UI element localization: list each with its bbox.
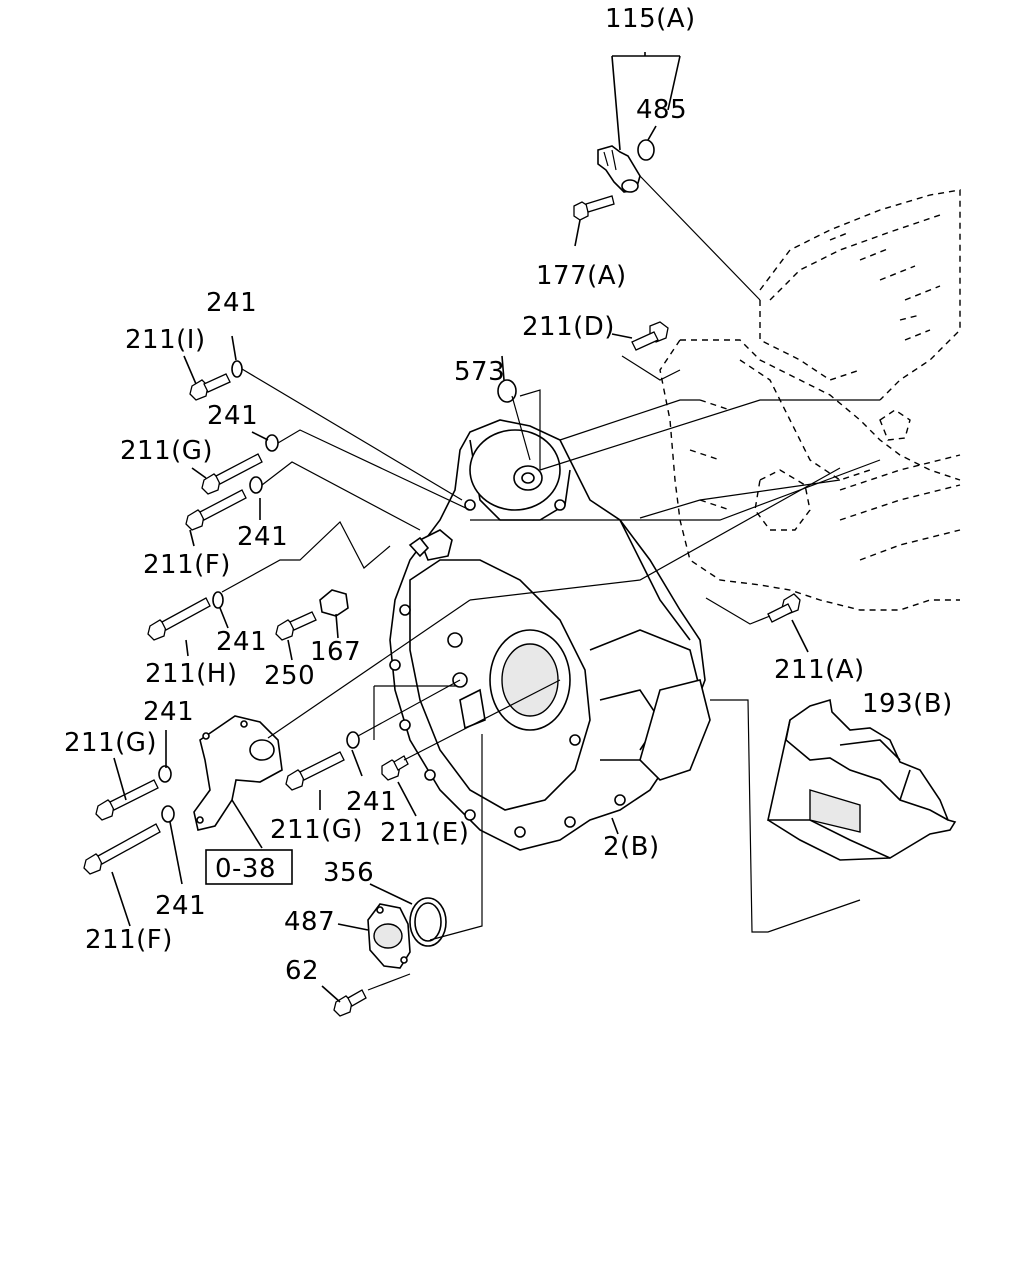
label-356: 356 <box>323 858 374 888</box>
bolt-211h <box>147 597 211 641</box>
label-211e: 211(E) <box>380 818 469 848</box>
label-485: 485 <box>636 95 687 125</box>
label-211f-lower: 211(F) <box>85 925 173 955</box>
bolt-62 <box>333 989 367 1017</box>
callout-labels: 115(A) 485 177(A) 211(D) 573 241 211(I) … <box>64 4 953 986</box>
cover-193b <box>767 698 957 861</box>
engine-block-outline <box>659 189 961 611</box>
label-241-g: 241 <box>155 891 206 921</box>
label-167: 167 <box>310 637 361 667</box>
label-211h: 211(H) <box>145 659 237 689</box>
washer-241-e <box>158 765 172 783</box>
crank-sensor-115a <box>597 139 655 193</box>
leader-lines <box>111 52 881 1003</box>
label-241-a: 241 <box>206 288 257 318</box>
label-241-f: 241 <box>346 787 397 817</box>
label-241-e: 241 <box>143 697 194 727</box>
bolt-250 <box>275 611 317 641</box>
label-2b: 2(B) <box>603 832 660 862</box>
bolt-211i <box>189 373 231 401</box>
bolt-211g-upper <box>201 453 263 495</box>
washer-241-d <box>212 591 224 609</box>
bolt-211a <box>767 593 801 623</box>
bolt-211g-lower-mid <box>285 751 345 791</box>
label-241-c: 241 <box>237 522 288 552</box>
washer-241-b <box>265 434 279 452</box>
label-177a: 177(A) <box>536 261 627 291</box>
washer-241-c <box>249 476 263 494</box>
label-211g-lower-left: 211(G) <box>64 728 157 758</box>
label-211a: 211(A) <box>774 655 865 685</box>
label-241-b: 241 <box>207 401 258 431</box>
washer-241-g <box>161 805 175 823</box>
bolt-211g-lower-left <box>95 779 159 821</box>
label-211g-lower-mid: 211(G) <box>270 815 363 845</box>
bolt-177a <box>573 195 615 221</box>
label-62: 62 <box>285 956 319 986</box>
label-241-d: 241 <box>216 627 267 657</box>
label-0-38: 0-38 <box>215 854 276 884</box>
label-487: 487 <box>284 907 335 937</box>
ref-box-0-38 <box>205 849 293 885</box>
washer-241-a <box>231 360 243 378</box>
bolt-211d <box>631 321 669 351</box>
bolt-211f-upper <box>185 489 247 531</box>
label-115a: 115(A) <box>605 4 696 34</box>
label-211f-upper: 211(F) <box>143 550 231 580</box>
label-211d: 211(D) <box>522 312 615 342</box>
washer-241-f <box>346 731 360 749</box>
bracket-0-38 <box>193 715 283 831</box>
label-193b: 193(B) <box>862 689 953 719</box>
label-573: 573 <box>454 357 505 387</box>
bracket-167 <box>319 589 349 617</box>
seal-573 <box>497 379 517 403</box>
flywheel-housing-2b <box>389 419 711 851</box>
cover-487 <box>367 903 411 969</box>
label-211g-upper: 211(G) <box>120 436 213 466</box>
label-211i: 211(I) <box>125 325 206 355</box>
label-250: 250 <box>264 661 315 691</box>
bolt-211f-lower <box>83 823 161 875</box>
